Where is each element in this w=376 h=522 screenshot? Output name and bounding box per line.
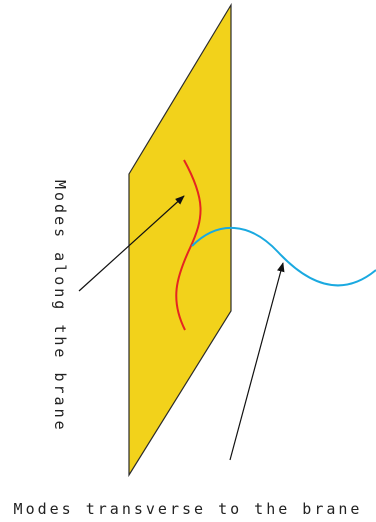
longitudinal-mode-curve: [175, 159, 202, 331]
transverse-mode-curve: [191, 226, 376, 287]
along-label: Modes along the brane: [51, 180, 69, 433]
brane-sheet: [128, 2, 232, 478]
along-arrow: [78, 195, 185, 292]
transverse-arrow: [229, 262, 285, 461]
transverse-label: Modes transverse to the brane: [14, 500, 363, 518]
